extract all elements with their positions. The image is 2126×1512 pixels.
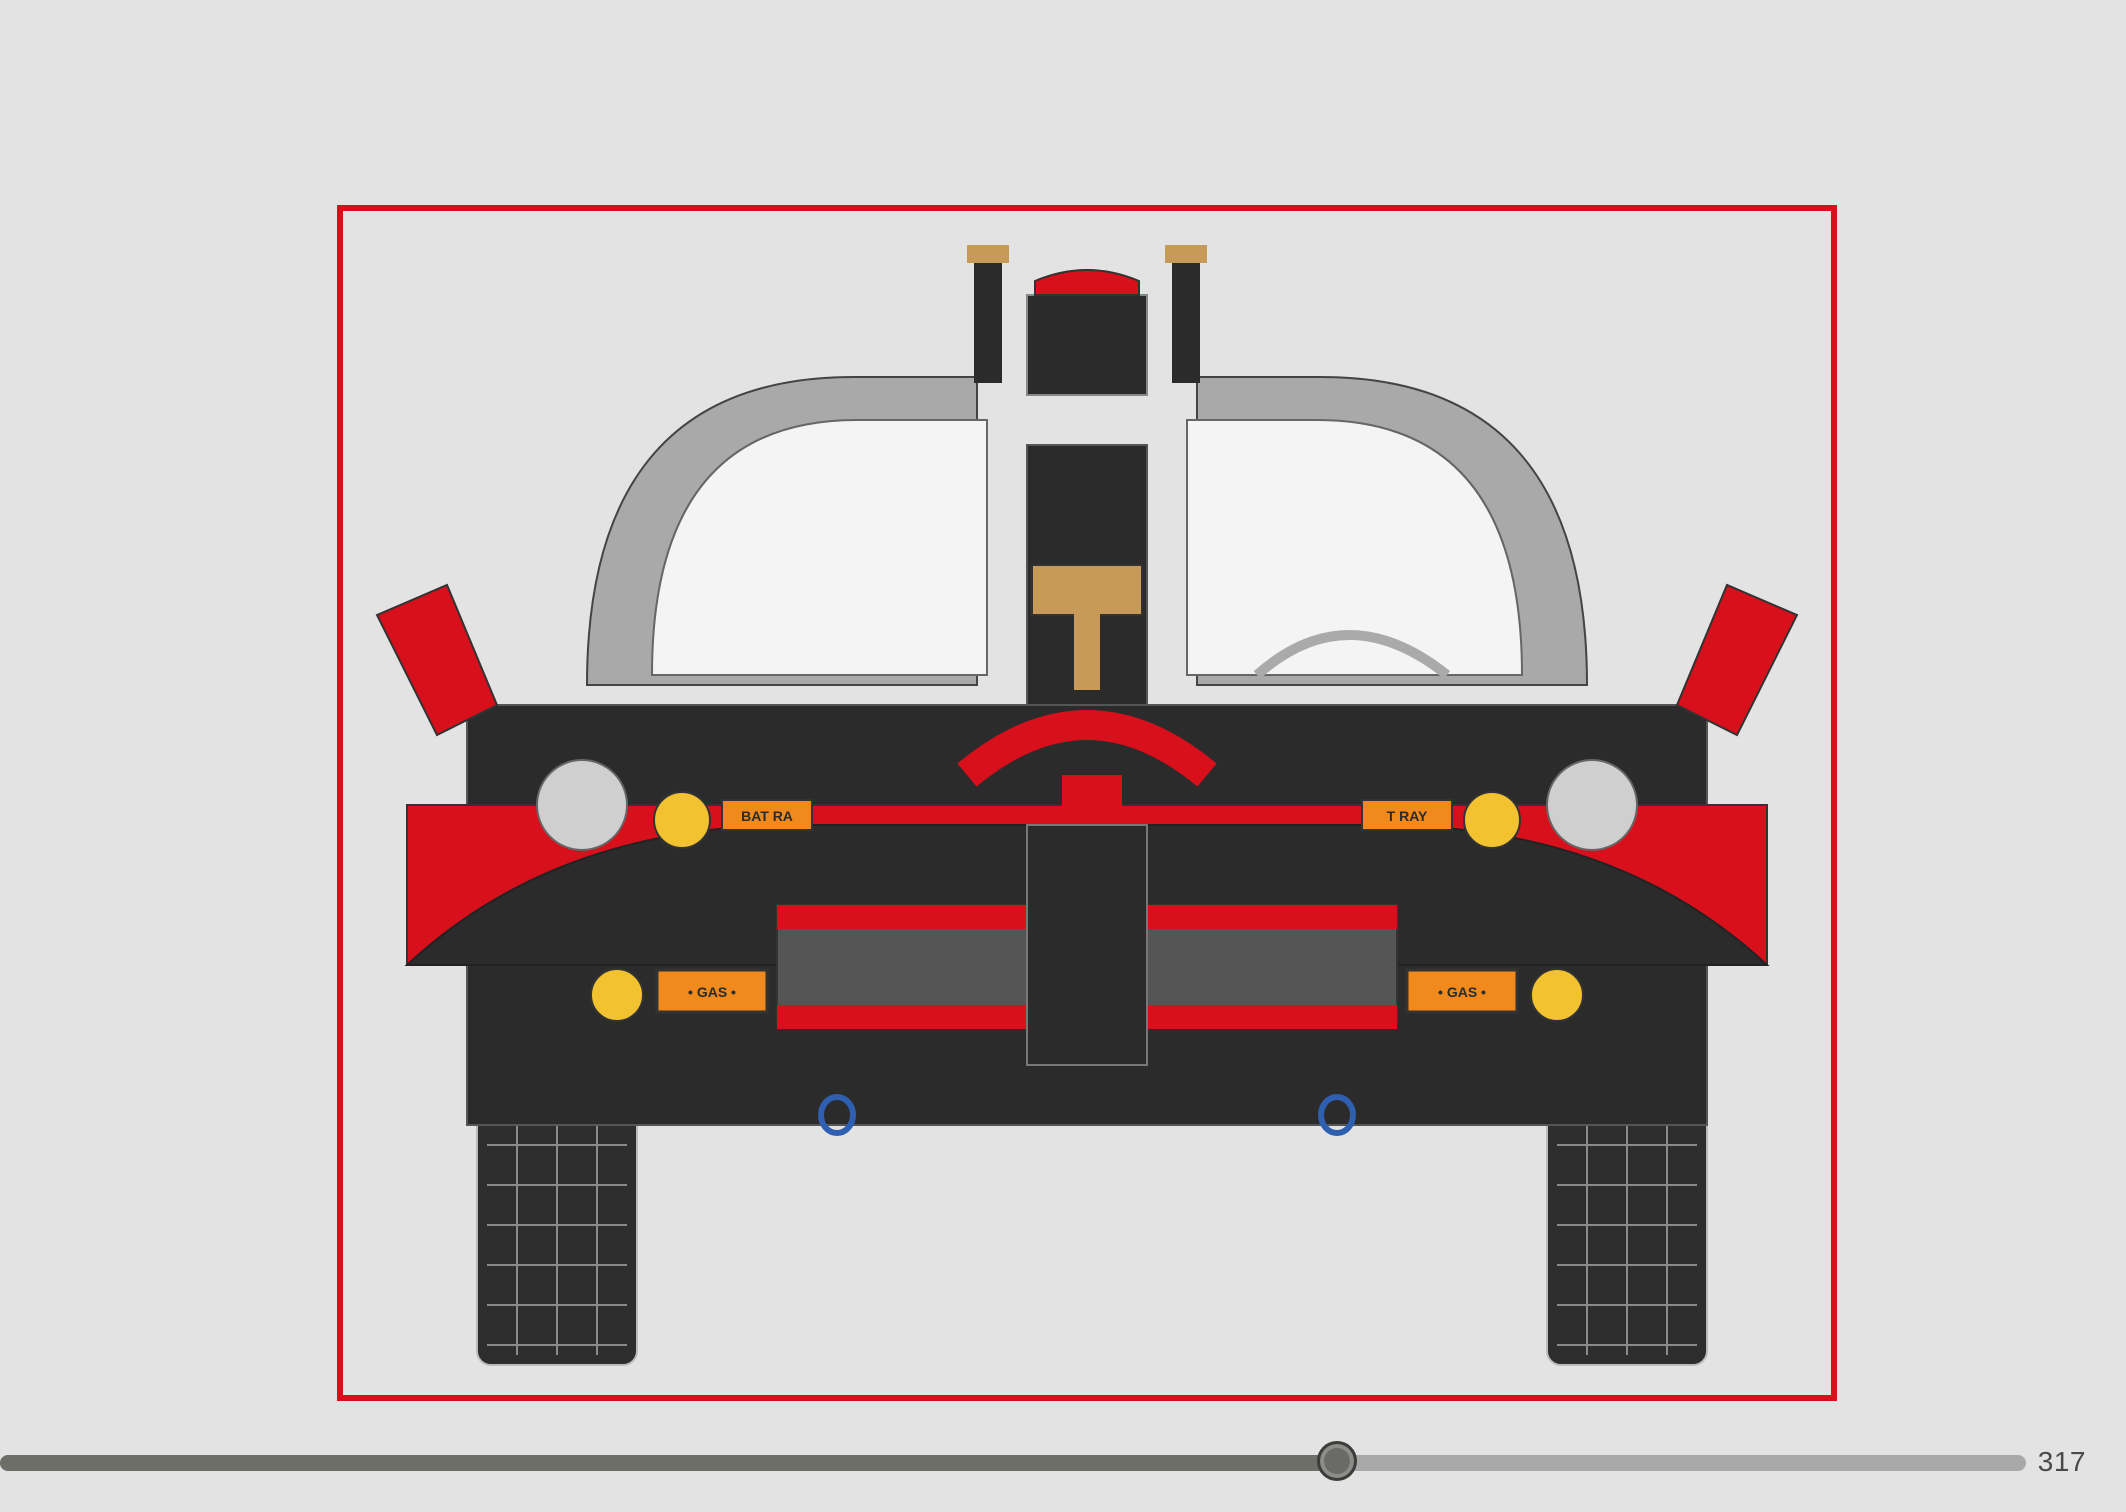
right-tire [1546, 1074, 1708, 1366]
gas-label-right: • GAS • [1438, 984, 1486, 1000]
page-progress-handle[interactable] [1317, 1441, 1358, 1481]
upper-lights [536, 759, 1638, 851]
page-progress-bar[interactable] [0, 1441, 2026, 1481]
page-number: 317 [2037, 1446, 2086, 1477]
bat-ray-label-left: BAT RA [741, 808, 793, 824]
rear-body [404, 704, 1770, 1126]
lower-lights [590, 968, 1584, 1136]
step-frame [337, 205, 1837, 1401]
bat-ray-label-right: T RAY [1387, 808, 1428, 824]
gas-label-left: • GAS • [688, 984, 736, 1000]
page-progress-fill [0, 1455, 1338, 1471]
tail-fins [375, 583, 1799, 737]
canopy [585, 375, 1589, 686]
batmobile-rear-illustration: BAT RA T RAY • GAS • • GAS • [375, 245, 1799, 1366]
